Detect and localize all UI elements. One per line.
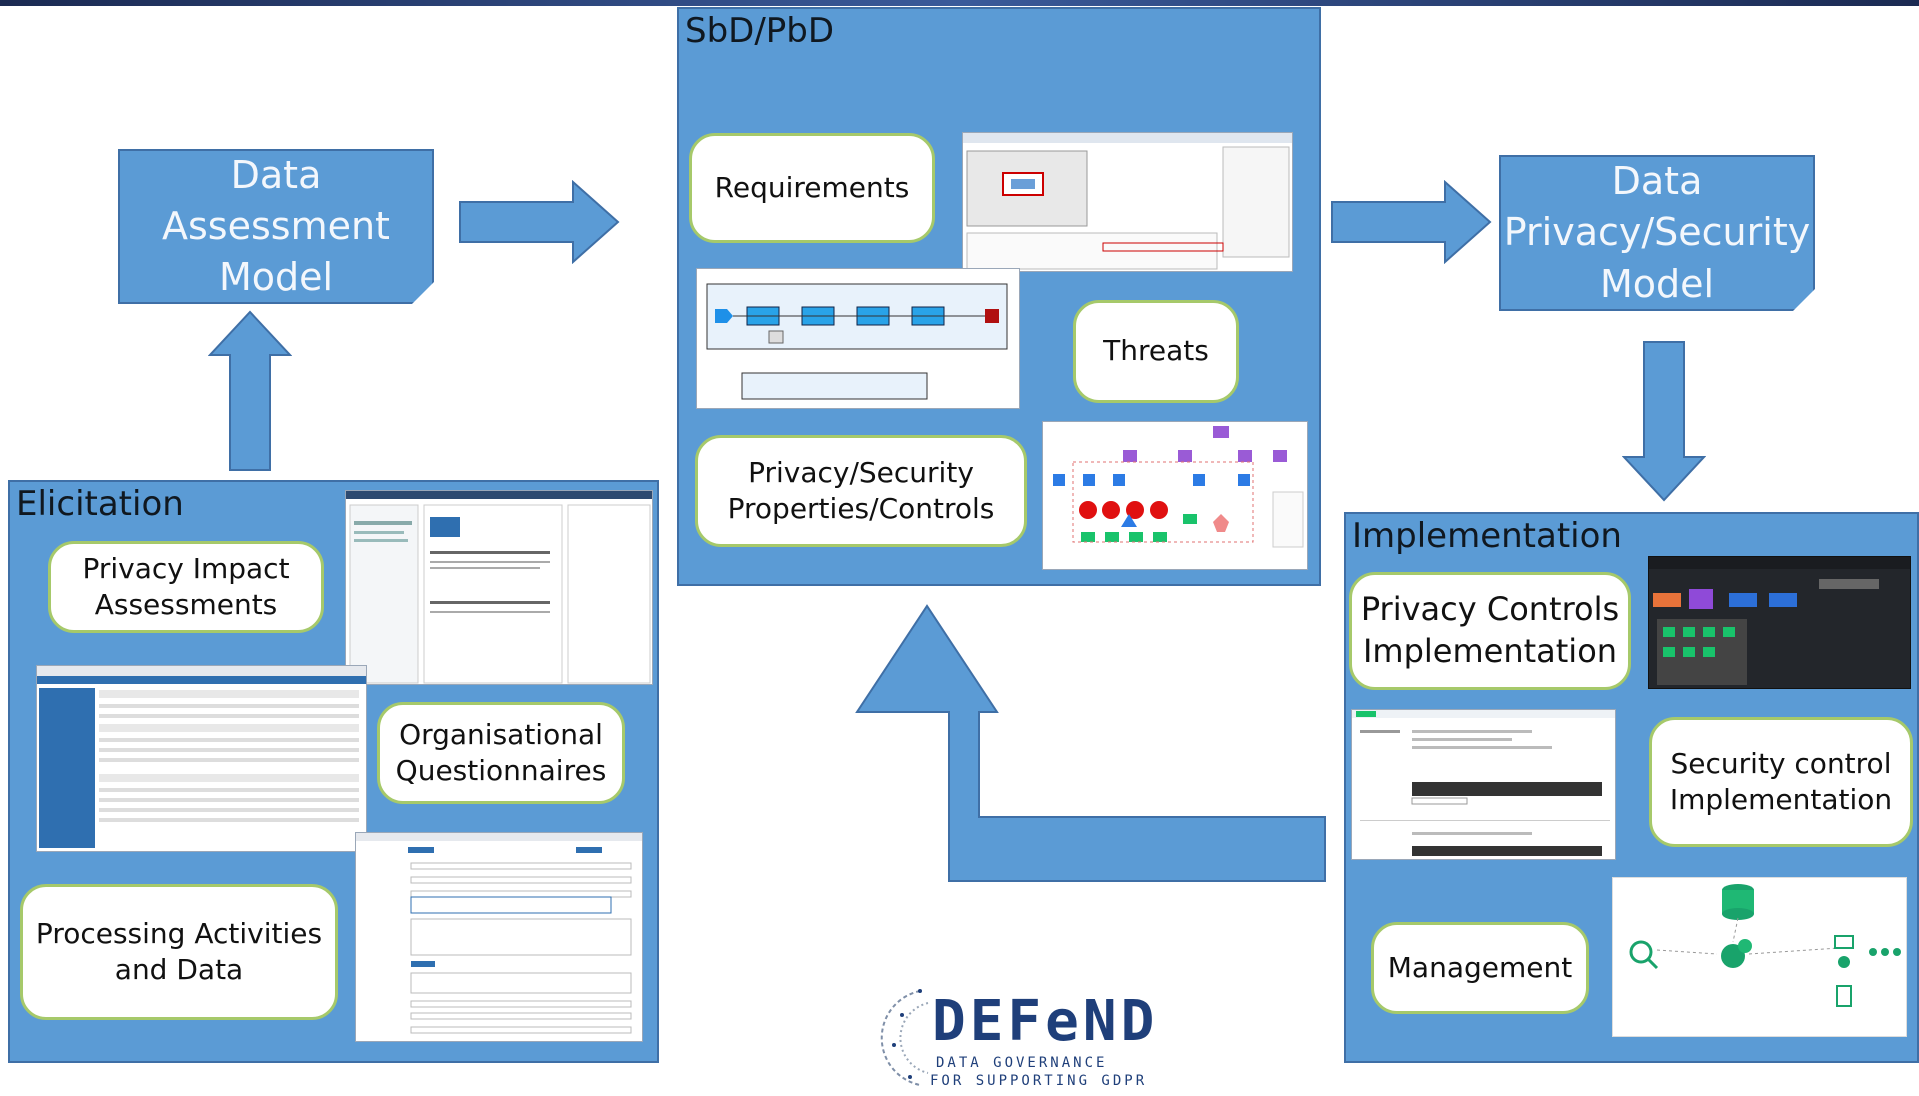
data-privacy-security-model-label: Data Privacy/Security Model: [1503, 159, 1811, 306]
management-pill: Management: [1371, 922, 1589, 1014]
sbd-pbd-title: SbD/PbD: [685, 11, 835, 51]
logo-wordmark: DEFeND: [932, 989, 1159, 1054]
process-diagram-screenshot: [696, 268, 1020, 409]
privacy-controls-form-screenshot: [1351, 709, 1616, 860]
page-fold-icon: [1793, 289, 1815, 311]
defend-logo: DEFeND DATA GOVERNANCE FOR SUPPORTING GD…: [880, 985, 1180, 1095]
processing-activities-pill: Processing Activities and Data: [20, 884, 338, 1020]
circuit-logo-icon: [880, 989, 929, 1086]
data-assessment-model-box: Data Assessment Model: [118, 149, 434, 304]
arrow-down-icon: [1622, 341, 1706, 502]
arrow-right-icon: [459, 180, 620, 264]
siem-architecture-screenshot: [1612, 877, 1907, 1037]
requirements-tool-screenshot: [962, 132, 1293, 272]
u-turn-arrow-icon: [855, 604, 1326, 882]
questionnaire-screenshot: [36, 665, 367, 852]
top-banner: [0, 0, 1919, 6]
dark-flow-editor-screenshot: [1648, 556, 1911, 689]
arrow-right-icon: [1331, 180, 1492, 264]
privacy-properties-pill: Privacy/Security Properties/Controls: [695, 435, 1027, 547]
threats-pill: Threats: [1073, 300, 1239, 403]
arrow-up-icon: [208, 310, 292, 471]
elicitation-title: Elicitation: [16, 484, 184, 524]
processing-form-screenshot: [355, 832, 643, 1042]
pia-web-app-screenshot: [345, 490, 653, 685]
privacy-controls-impl-pill: Privacy Controls Implementation: [1349, 572, 1631, 690]
page-fold-icon: [412, 282, 434, 304]
implementation-title: Implementation: [1352, 516, 1622, 556]
logo-tagline-line2: FOR SUPPORTING GDPR: [930, 1073, 1148, 1089]
data-privacy-security-model-box: Data Privacy/Security Model: [1499, 155, 1815, 311]
security-control-impl-pill: Security control Implementation: [1649, 717, 1913, 847]
privacy-impact-pill: Privacy Impact Assessments: [48, 541, 324, 633]
threat-model-screenshot: [1042, 421, 1308, 570]
org-questionnaires-pill: Organisational Questionnaires: [377, 702, 625, 804]
requirements-pill: Requirements: [689, 133, 935, 243]
logo-tagline-line1: DATA GOVERNANCE: [936, 1055, 1108, 1071]
data-assessment-model-label: Data Assessment Model: [162, 152, 390, 300]
